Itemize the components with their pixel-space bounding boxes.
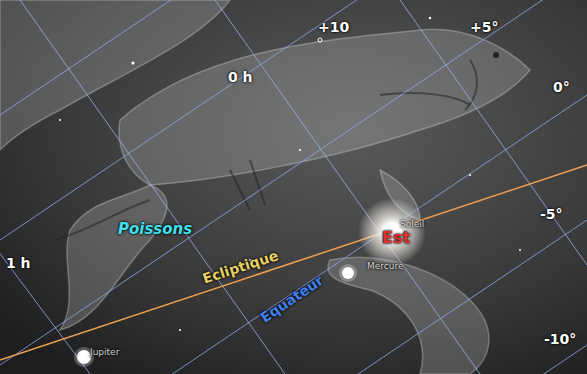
right-ascension-value: 1 h (6, 256, 31, 270)
direction-label: Est (382, 230, 410, 246)
declination-value: 0° (553, 80, 570, 94)
declination-value: -5° (540, 207, 563, 221)
declination-value: +10 (318, 20, 349, 34)
declination-value: -10° (544, 332, 576, 346)
body-name: Jupiter (90, 348, 119, 357)
body-name: Soleil (400, 220, 424, 229)
right-ascension-value: 0 h (228, 70, 253, 84)
body-name: Mercure (367, 262, 404, 271)
declination-value: +5° (470, 20, 498, 34)
constellation-name: Poissons (118, 222, 192, 237)
